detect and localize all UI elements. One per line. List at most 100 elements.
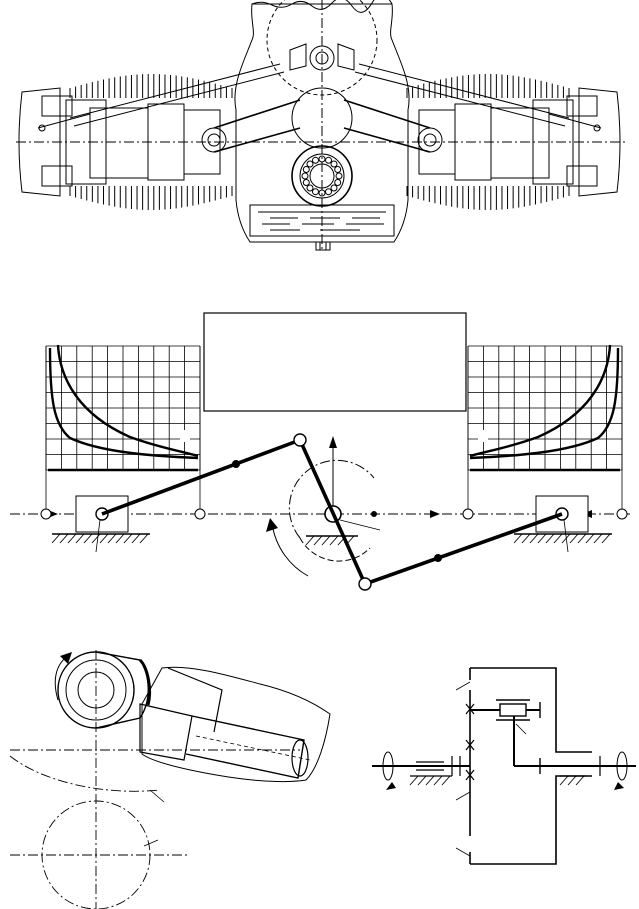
bearing-ball <box>334 165 342 173</box>
bearing-ball <box>302 165 310 173</box>
right-cylinder <box>343 63 621 210</box>
bearing-ball <box>306 184 314 192</box>
cam-lobe <box>138 658 152 706</box>
hatch-line <box>433 775 443 786</box>
ring-gear-marks <box>465 703 475 781</box>
connecting-rod-left <box>101 438 301 516</box>
hatch-line <box>569 533 579 544</box>
crank-circle-upper <box>266 0 378 96</box>
planet-gear <box>499 703 527 717</box>
crank-pin-upper <box>293 433 307 447</box>
crank-arm <box>298 439 367 585</box>
hatch-line <box>131 533 141 544</box>
hatch-line <box>553 533 563 544</box>
rod-left-midpoint <box>232 460 240 468</box>
bearing-ball <box>325 188 333 196</box>
piston-rod <box>185 715 305 779</box>
tappet-left <box>289 43 307 71</box>
pv-grid-right <box>467 345 623 471</box>
bearing-ball <box>325 156 333 164</box>
dead-center-right-outer <box>616 508 628 520</box>
crank-web <box>291 87 353 149</box>
crank-circle <box>288 459 375 539</box>
trajectory-arc <box>9 755 161 792</box>
dead-center-right-inner <box>462 508 474 520</box>
hatch-line <box>601 533 611 544</box>
dead-center-left-outer <box>40 508 52 520</box>
crank-pin-lower <box>358 577 372 591</box>
hatch-line <box>425 775 435 786</box>
pv-curve-right-lower <box>469 347 620 460</box>
connecting-rod-right <box>364 512 563 586</box>
input-rotation <box>382 751 394 781</box>
piston-housing <box>141 666 331 783</box>
bearing-ball <box>335 172 343 180</box>
hatch-line <box>577 533 587 544</box>
right-head-block <box>532 99 574 185</box>
ball-bearing <box>301 155 343 197</box>
lower-dashed-circle <box>41 800 151 909</box>
pv-curve-left-lower <box>48 347 199 460</box>
bearing-ball <box>334 179 342 187</box>
hatch-line <box>75 533 85 544</box>
piston-and-cam-detail <box>9 650 331 909</box>
right-piston-pin <box>417 127 443 153</box>
hatch-line <box>417 775 427 786</box>
hatch-line <box>537 533 547 544</box>
bearing-ball <box>318 189 326 197</box>
hatch-line <box>529 533 539 544</box>
hatch-line <box>329 535 339 546</box>
bearing-ball <box>311 156 319 164</box>
camshaft <box>315 51 329 65</box>
hatch-line <box>107 533 117 544</box>
camshaft-bearing <box>309 45 335 71</box>
left-piston-pin <box>201 127 227 153</box>
left-head-block <box>65 99 107 185</box>
hatch-line <box>545 533 555 544</box>
left-cylinder <box>18 63 301 210</box>
hatch-line <box>593 533 603 544</box>
drive-wheel-inner <box>65 659 127 721</box>
hatch-line <box>115 533 125 544</box>
hatch-line <box>51 533 61 544</box>
hatch-line <box>59 533 69 544</box>
hatch-line <box>441 775 451 786</box>
gear-train-schematic <box>372 667 636 865</box>
hatch-line <box>575 775 585 786</box>
dead-center-left-inner <box>194 508 206 520</box>
hatch-line <box>305 535 315 546</box>
bearing-ball <box>301 172 309 180</box>
bearing-shaft <box>309 163 335 189</box>
hatch-line <box>123 533 133 544</box>
hatch-line <box>139 533 149 544</box>
pv-curve-right-upper <box>469 344 612 458</box>
hatch-line <box>321 535 331 546</box>
carrier-frame-bottom <box>470 775 592 865</box>
tappet-right <box>337 43 355 71</box>
bearing-ball <box>318 155 326 163</box>
hatch-line <box>567 775 577 786</box>
carrier-frame-top <box>470 667 592 753</box>
piston-body <box>139 703 193 761</box>
hatch-line <box>559 775 569 786</box>
bearing-ball <box>330 160 338 168</box>
hatch-line <box>313 535 323 546</box>
arrow-axis <box>430 510 440 518</box>
bearing-ball <box>302 179 310 187</box>
right-cylinder-head <box>578 87 621 197</box>
drive-wheel-hub <box>77 671 115 709</box>
hatch-line <box>99 533 109 544</box>
hatch-line <box>585 533 595 544</box>
bearing-ball <box>306 160 314 168</box>
hatch-line <box>91 533 101 544</box>
left-cylinder-head <box>18 87 61 197</box>
rod-end <box>291 739 309 777</box>
crank-slider-mechanism <box>10 312 630 591</box>
bearing-ball <box>311 188 319 196</box>
center-frame <box>203 312 467 412</box>
hatch-line <box>521 533 531 544</box>
hatch-line <box>409 775 419 786</box>
rotation-arrow <box>271 523 309 577</box>
